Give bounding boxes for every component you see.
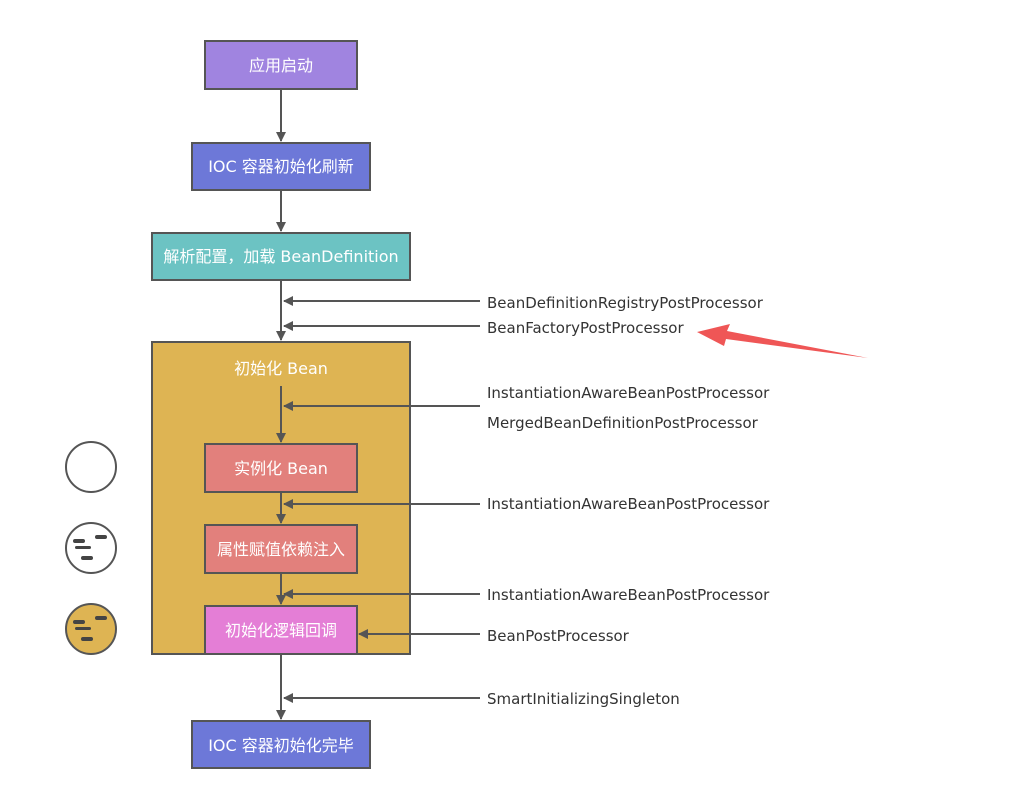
parse-config-node (151, 232, 411, 281)
highlight-arrow (697, 324, 868, 358)
app-start-node (204, 40, 358, 90)
ioc-refresh-label: IOC 容器初始化刷新 (208, 157, 354, 176)
blank-face-icon (65, 441, 117, 493)
parse-config-label: 解析配置，加载 BeanDefinition (163, 247, 398, 266)
populate-props-node (204, 524, 358, 574)
bpp-label: BeanPostProcessor (487, 627, 630, 645)
app-start-label: 应用启动 (249, 56, 313, 75)
init-bean-label: 初始化 Bean (234, 359, 328, 378)
smart-singleton-label: SmartInitializingSingleton (487, 690, 680, 708)
populate-props-label: 属性赋值依赖注入 (217, 540, 345, 559)
registry-pp-label: BeanDefinitionRegistryPostProcessor (487, 294, 764, 312)
init-callback-label: 初始化逻辑回调 (225, 621, 337, 640)
iabpp-label-2: InstantiationAwareBeanPostProcessor (487, 495, 770, 513)
ioc-complete-label: IOC 容器初始化完毕 (208, 736, 354, 755)
iabpp-label-3: InstantiationAwareBeanPostProcessor (487, 586, 770, 604)
mbdpp-label: MergedBeanDefinitionPostProcessor (487, 414, 759, 432)
gold-sleepy-face-icon (65, 603, 117, 655)
instantiate-bean-label: 实例化 Bean (234, 459, 328, 478)
ioc-complete-node (191, 720, 371, 769)
iabpp-label-1: InstantiationAwareBeanPostProcessor (487, 384, 770, 402)
factory-pp-label: BeanFactoryPostProcessor (487, 319, 684, 337)
sleepy-face-icon (65, 522, 117, 574)
